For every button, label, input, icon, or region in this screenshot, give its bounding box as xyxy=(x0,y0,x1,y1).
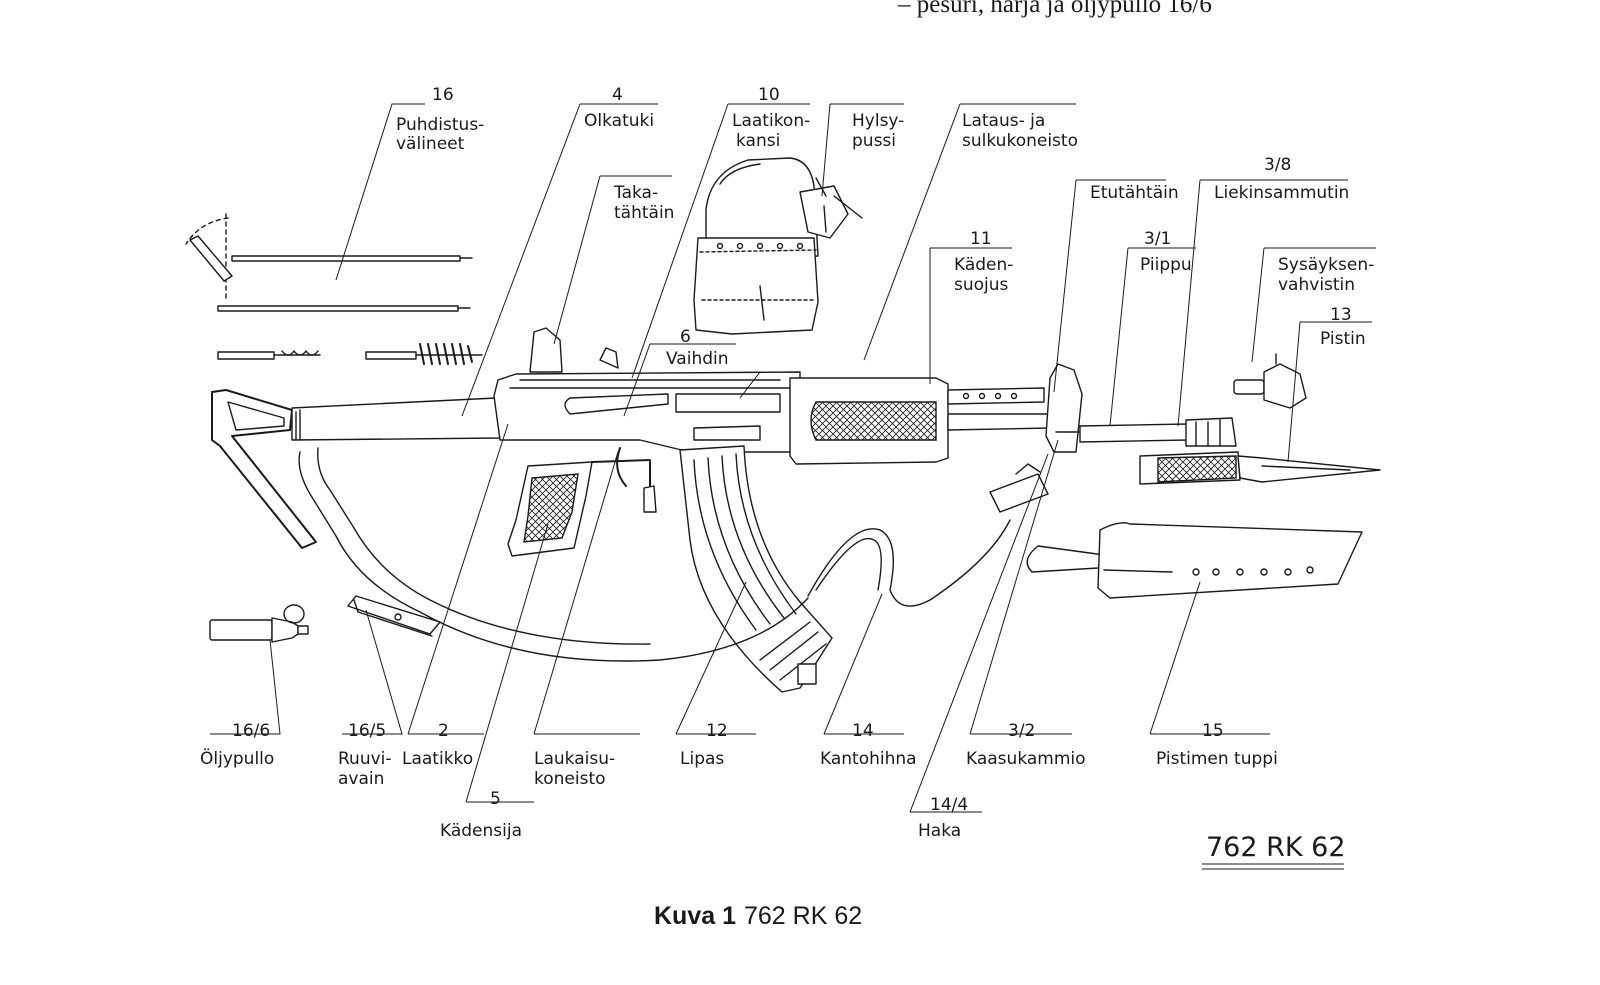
top-text: – pesuri, harja ja öljypullo 16/6 xyxy=(897,0,1212,18)
callout-3-8-number: 3/8 xyxy=(1264,155,1291,175)
callout-16-6-label: Öljypullo xyxy=(200,747,274,769)
callout-4-number: 4 xyxy=(612,85,623,105)
callout-13-label: Pistin xyxy=(1320,329,1366,349)
callout-takatahtain-label-1: Taka- xyxy=(613,183,658,203)
callout-3-2-label: Kaasukammio xyxy=(966,749,1086,769)
callout-5-label: Kädensija xyxy=(440,821,522,841)
caption-figure-number: Kuva 1 xyxy=(654,902,736,930)
bayonet-drawing xyxy=(1026,522,1363,599)
cartridge-bag-drawing xyxy=(693,157,863,335)
callout-15-number: 15 xyxy=(1202,721,1224,741)
callout-14-label: Kantohihna xyxy=(820,749,917,769)
callout-14-number: 14 xyxy=(852,721,874,741)
callout-11-label-2: suojus xyxy=(954,275,1009,295)
callout-lataus-label-2: sulkukoneisto xyxy=(962,131,1078,151)
callout-16-number: 16 xyxy=(432,85,454,105)
rifle-drawing xyxy=(211,327,1381,693)
callout-sysayksen-label-2: vahvistin xyxy=(1278,275,1355,295)
callout-16-5-label-2: avain xyxy=(338,769,384,789)
model-mark-underline xyxy=(1202,863,1344,870)
callout-11-label-1: Käden- xyxy=(954,255,1013,275)
callout-takatahtain-label-2: tähtäin xyxy=(614,203,674,223)
callout-16-label-2: välineet xyxy=(396,134,465,154)
callout-16-label-1: Puhdistus- xyxy=(396,115,484,135)
callout-12-number: 12 xyxy=(706,721,728,741)
callout-15-label: Pistimen tuppi xyxy=(1156,749,1278,769)
callout-sysayksen-label-1: Sysäyksen- xyxy=(1278,255,1374,275)
callout-16-5-number: 16/5 xyxy=(348,721,386,741)
cleaning-rod-drawing xyxy=(185,213,483,365)
callout-6-label: Vaihdin xyxy=(666,349,729,369)
callout-3-1-number: 3/1 xyxy=(1144,229,1171,249)
callout-16-6-number: 16/6 xyxy=(232,721,270,741)
callout-12-label: Lipas xyxy=(680,749,724,769)
callout-etutahtain-label: Etutähtäin xyxy=(1090,183,1179,203)
figure-caption: Kuva 1 762 RK 62 xyxy=(654,902,862,930)
callout-hylsypussi-label-1: Hylsy- xyxy=(852,111,904,131)
callout-10-label-1: Laatikon- xyxy=(732,111,810,131)
callout-14-4-label: Haka xyxy=(918,821,961,841)
callout-2-number: 2 xyxy=(438,721,449,741)
callout-14-4-number: 14/4 xyxy=(930,795,968,815)
callout-laukaisu-label-1: Laukaisu- xyxy=(534,749,615,769)
callout-hylsypussi-label-2: pussi xyxy=(852,131,896,151)
oil-bottle-drawing xyxy=(209,604,309,643)
model-mark: 762 RK 62 xyxy=(1206,832,1346,863)
callout-2-label: Laatikko xyxy=(402,749,473,769)
callout-11-number: 11 xyxy=(970,229,992,249)
callout-10-number: 10 xyxy=(758,85,780,105)
callout-16-5-label-1: Ruuvi- xyxy=(338,749,392,769)
callout-3-1-label: Piippu xyxy=(1140,255,1192,275)
callout-6-number: 6 xyxy=(680,327,691,347)
callout-lataus-label-1: Lataus- ja xyxy=(962,111,1045,131)
caption-title: 762 RK 62 xyxy=(744,902,862,930)
callout-5-number: 5 xyxy=(490,789,501,809)
leader-lines xyxy=(210,103,1376,813)
callout-3-8-label: Liekinsammutin xyxy=(1214,183,1349,203)
callout-10-label-2: kansi xyxy=(736,131,780,151)
callout-laukaisu-label-2: koneisto xyxy=(534,769,606,789)
callout-3-2-number: 3/2 xyxy=(1008,721,1035,741)
callout-4-label: Olkatuki xyxy=(584,111,654,131)
callout-13-number: 13 xyxy=(1330,305,1352,325)
